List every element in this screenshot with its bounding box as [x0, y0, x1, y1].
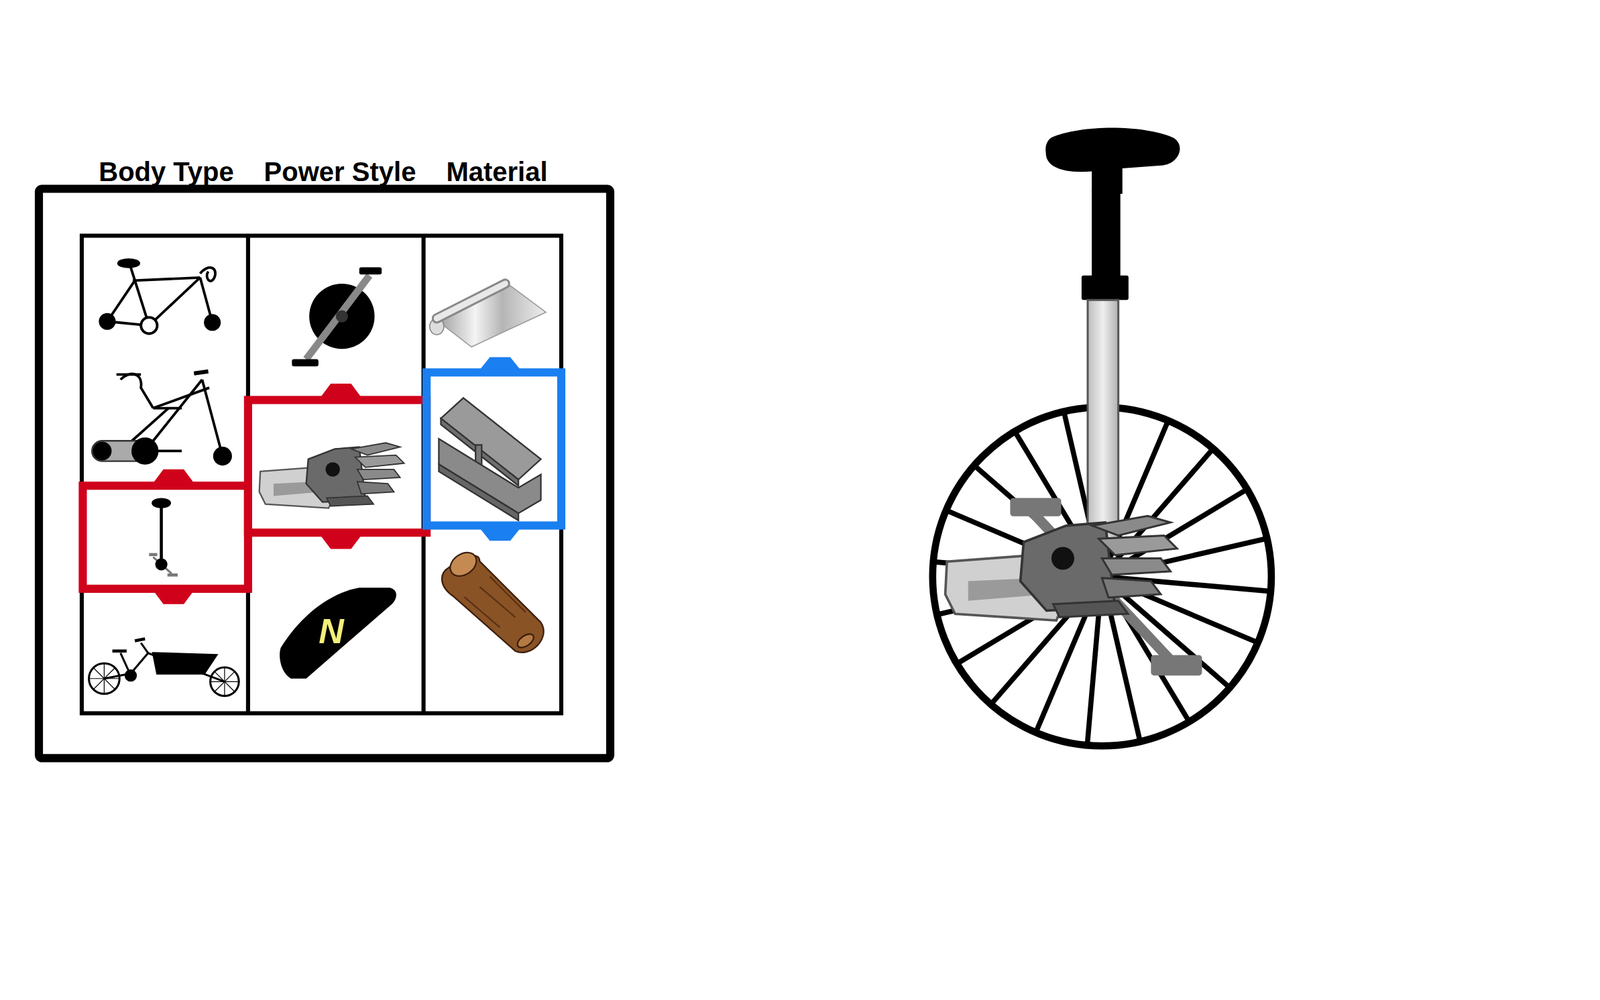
road-bike-icon-part: [148, 277, 200, 326]
selector-frame: [38, 188, 611, 758]
unicycle-illustration-part: [1081, 275, 1129, 301]
unicycle-icon-part: [152, 499, 169, 507]
label-text: Body Type: [98, 156, 235, 187]
unicycle-icon-part: [159, 506, 163, 564]
road-bike-icon-part: [99, 314, 114, 329]
unicycle-icon-part: [167, 573, 178, 577]
cargo-bike-icon-part: [148, 653, 225, 682]
pedal-crank-icon-part: [306, 275, 370, 360]
hand-crank-mechanism-icon-part: [259, 442, 405, 508]
recumbent-trike-icon-part: [152, 387, 210, 408]
foil-sheet-icon-part: [436, 283, 505, 319]
steel-ibeam-icon-part: [438, 464, 519, 521]
battery-icon-part: [279, 587, 397, 678]
road-bike-icon-part: [118, 259, 139, 267]
column-heading: Body Type: [98, 156, 235, 187]
wood-log-icon: [441, 547, 544, 653]
unicycle-illustration: [932, 128, 1272, 747]
selector-frame-part: [81, 235, 562, 713]
battery-icon: [279, 587, 397, 678]
label-text: Power Style: [264, 156, 417, 187]
pedal-crank-icon: [291, 267, 382, 367]
selection-highlight-part: [82, 485, 248, 589]
label-text: Material: [445, 156, 548, 187]
unicycle-icon-part: [148, 553, 157, 557]
pedal-crank-icon-part: [359, 267, 382, 275]
selector-frame-part: [38, 188, 611, 758]
cargo-bike-icon-part: [125, 670, 136, 681]
recumbent-trike-icon: [91, 371, 231, 465]
foil-sheet-icon-part: [436, 283, 505, 319]
unicycle-illustration-part: [1091, 188, 1121, 281]
unicycle-illustration-part: [1087, 299, 1119, 545]
recumbent-trike-icon-part: [193, 371, 208, 374]
wood-log-icon-part: [445, 547, 481, 581]
selection-highlight-part: [426, 372, 562, 526]
selection-highlight: [82, 357, 562, 605]
unicycle-icon-part: [154, 557, 167, 570]
battery-logo-letter: N: [318, 612, 345, 651]
pedal-crank-icon-part: [291, 359, 319, 367]
cargo-bike-icon-part: [140, 643, 149, 654]
cargo-bike-icon-part: [152, 653, 216, 674]
recumbent-trike-icon-part: [214, 447, 231, 465]
hand-crank-mechanism-icon: [259, 442, 405, 508]
unicycle-icon-part: [152, 557, 171, 574]
label-text: N: [318, 611, 345, 651]
cargo-bike-icon-part: [112, 649, 127, 653]
unicycle-illustration-part: [1045, 128, 1180, 195]
foil-sheet-icon: [429, 283, 546, 347]
unicycle-illustration-part: [1150, 655, 1202, 676]
cargo-bike-icon-part-part: [214, 671, 235, 692]
road-bike-icon-part: [205, 315, 220, 330]
road-bike-icon-part: [132, 277, 200, 281]
cargo-bike-icon: [89, 638, 240, 696]
recumbent-trike-icon-part: [93, 442, 110, 459]
recumbent-trike-icon-part: [120, 374, 154, 409]
recumbent-trike-icon-part: [132, 438, 158, 464]
wood-log-icon-part: [464, 576, 526, 628]
unicycle-icon: [148, 499, 178, 577]
wood-log-icon-part: [515, 631, 536, 650]
pedal-crank-icon-part: [335, 310, 349, 323]
road-bike-icon-part: [199, 267, 216, 281]
road-bike-icon-part: [140, 317, 157, 334]
column-heading: Material: [445, 156, 548, 187]
cargo-bike-icon-part: [134, 638, 145, 641]
steel-ibeam-icon: [438, 397, 541, 521]
cargo-bike-icon-part-part: [214, 671, 235, 692]
recumbent-trike-icon-part: [201, 379, 222, 456]
column-heading: Power Style: [264, 156, 417, 187]
road-bike-icon: [99, 259, 220, 334]
selection-highlight-part: [248, 399, 427, 533]
recumbent-trike-icon-part: [144, 379, 202, 452]
cargo-bike-icon-part: [210, 667, 240, 697]
unicycle-illustration-part: [945, 515, 1178, 621]
recumbent-trike-icon-part: [152, 407, 182, 410]
unicycle-illustration-part: [1009, 497, 1061, 516]
recumbent-trike-icon-part: [116, 372, 142, 376]
